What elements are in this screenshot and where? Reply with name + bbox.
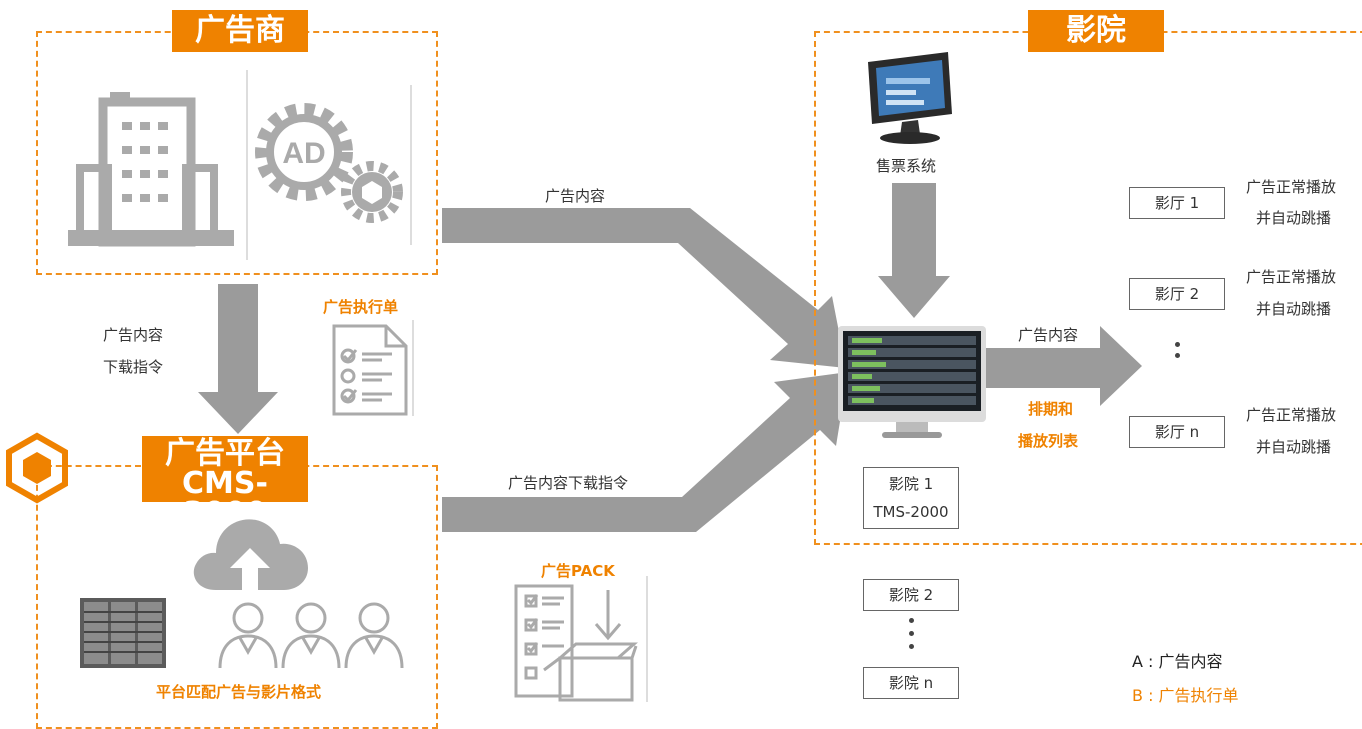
arrow-label-download-cmd-bottom: 广告内容下载指令 [508, 474, 629, 492]
divider [410, 85, 412, 245]
hall-2-status-line1: 广告正常播放 [1246, 268, 1337, 286]
arrow-label-ad-content-right: 广告内容 [1018, 326, 1079, 344]
ad-pack-label: 广告PACK [541, 562, 615, 580]
advertiser-title: 广告商 [172, 10, 308, 52]
ad-exec-sheet-label: 广告执行单 [323, 298, 399, 316]
cinema-1-tms-box: 影院 1 TMS-2000 [863, 467, 959, 529]
platform-title: 广告平台 CMS-3000 [142, 436, 308, 529]
cinema-n-box: 影院 n [863, 667, 959, 699]
hall-ellipsis [1175, 342, 1181, 358]
hall-n-status-line1: 广告正常播放 [1246, 406, 1337, 424]
schedule-label-line2: 播放列表 [1018, 432, 1079, 450]
ad-gears-icon: AD [255, 103, 403, 223]
hall-1-box: 影厅 1 [1129, 187, 1225, 219]
divider [646, 576, 648, 702]
divider [412, 320, 414, 416]
ticketing-terminal-icon [868, 52, 952, 144]
platform-format-label: 平台匹配广告与影片格式 [156, 683, 322, 701]
platform-logo-icon [6, 432, 68, 504]
schedule-label-line1: 排期和 [1028, 400, 1074, 418]
svg-text:AD: AD [282, 137, 325, 170]
flow-arrows [442, 183, 1142, 532]
arrow-label-ad-content-top: 广告内容 [545, 187, 606, 205]
hall-2-status-line2: 并自动跳播 [1256, 300, 1332, 318]
people-icon [218, 602, 404, 669]
checklist-icon [332, 324, 408, 416]
divider [246, 70, 248, 260]
ad-pack-icon [514, 584, 638, 702]
ticketing-label: 售票系统 [876, 157, 937, 175]
building-icon [68, 92, 234, 247]
server-rack-icon [80, 598, 166, 668]
hall-n-box: 影厅 n [1129, 416, 1225, 448]
tms-monitor-icon [838, 326, 986, 438]
platform-title-line1: 广告平台 [165, 436, 285, 471]
down-arrow [198, 284, 278, 434]
legend-a: A : 广告内容 [1132, 652, 1223, 671]
cinema-title: 影院 [1028, 10, 1164, 52]
hall-n-status-line2: 并自动跳播 [1256, 438, 1332, 456]
tms-label: TMS-2000 [873, 503, 949, 521]
platform-title-line2: CMS-3000 [182, 466, 268, 531]
cinema-2-box: 影院 2 [863, 579, 959, 611]
hall-1-status-line1: 广告正常播放 [1246, 178, 1337, 196]
arrow-label-ad-content: 广告内容 [103, 326, 164, 344]
hall-1-status-line2: 并自动跳播 [1256, 209, 1332, 227]
cinema-ellipsis [909, 618, 915, 649]
legend-b: B : 广告执行单 [1132, 686, 1239, 705]
cloud-upload-icon [193, 519, 308, 594]
hall-2-box: 影厅 2 [1129, 278, 1225, 310]
cinema-1-label: 影院 1 [888, 475, 934, 493]
arrow-label-download-cmd: 下载指令 [103, 358, 164, 376]
